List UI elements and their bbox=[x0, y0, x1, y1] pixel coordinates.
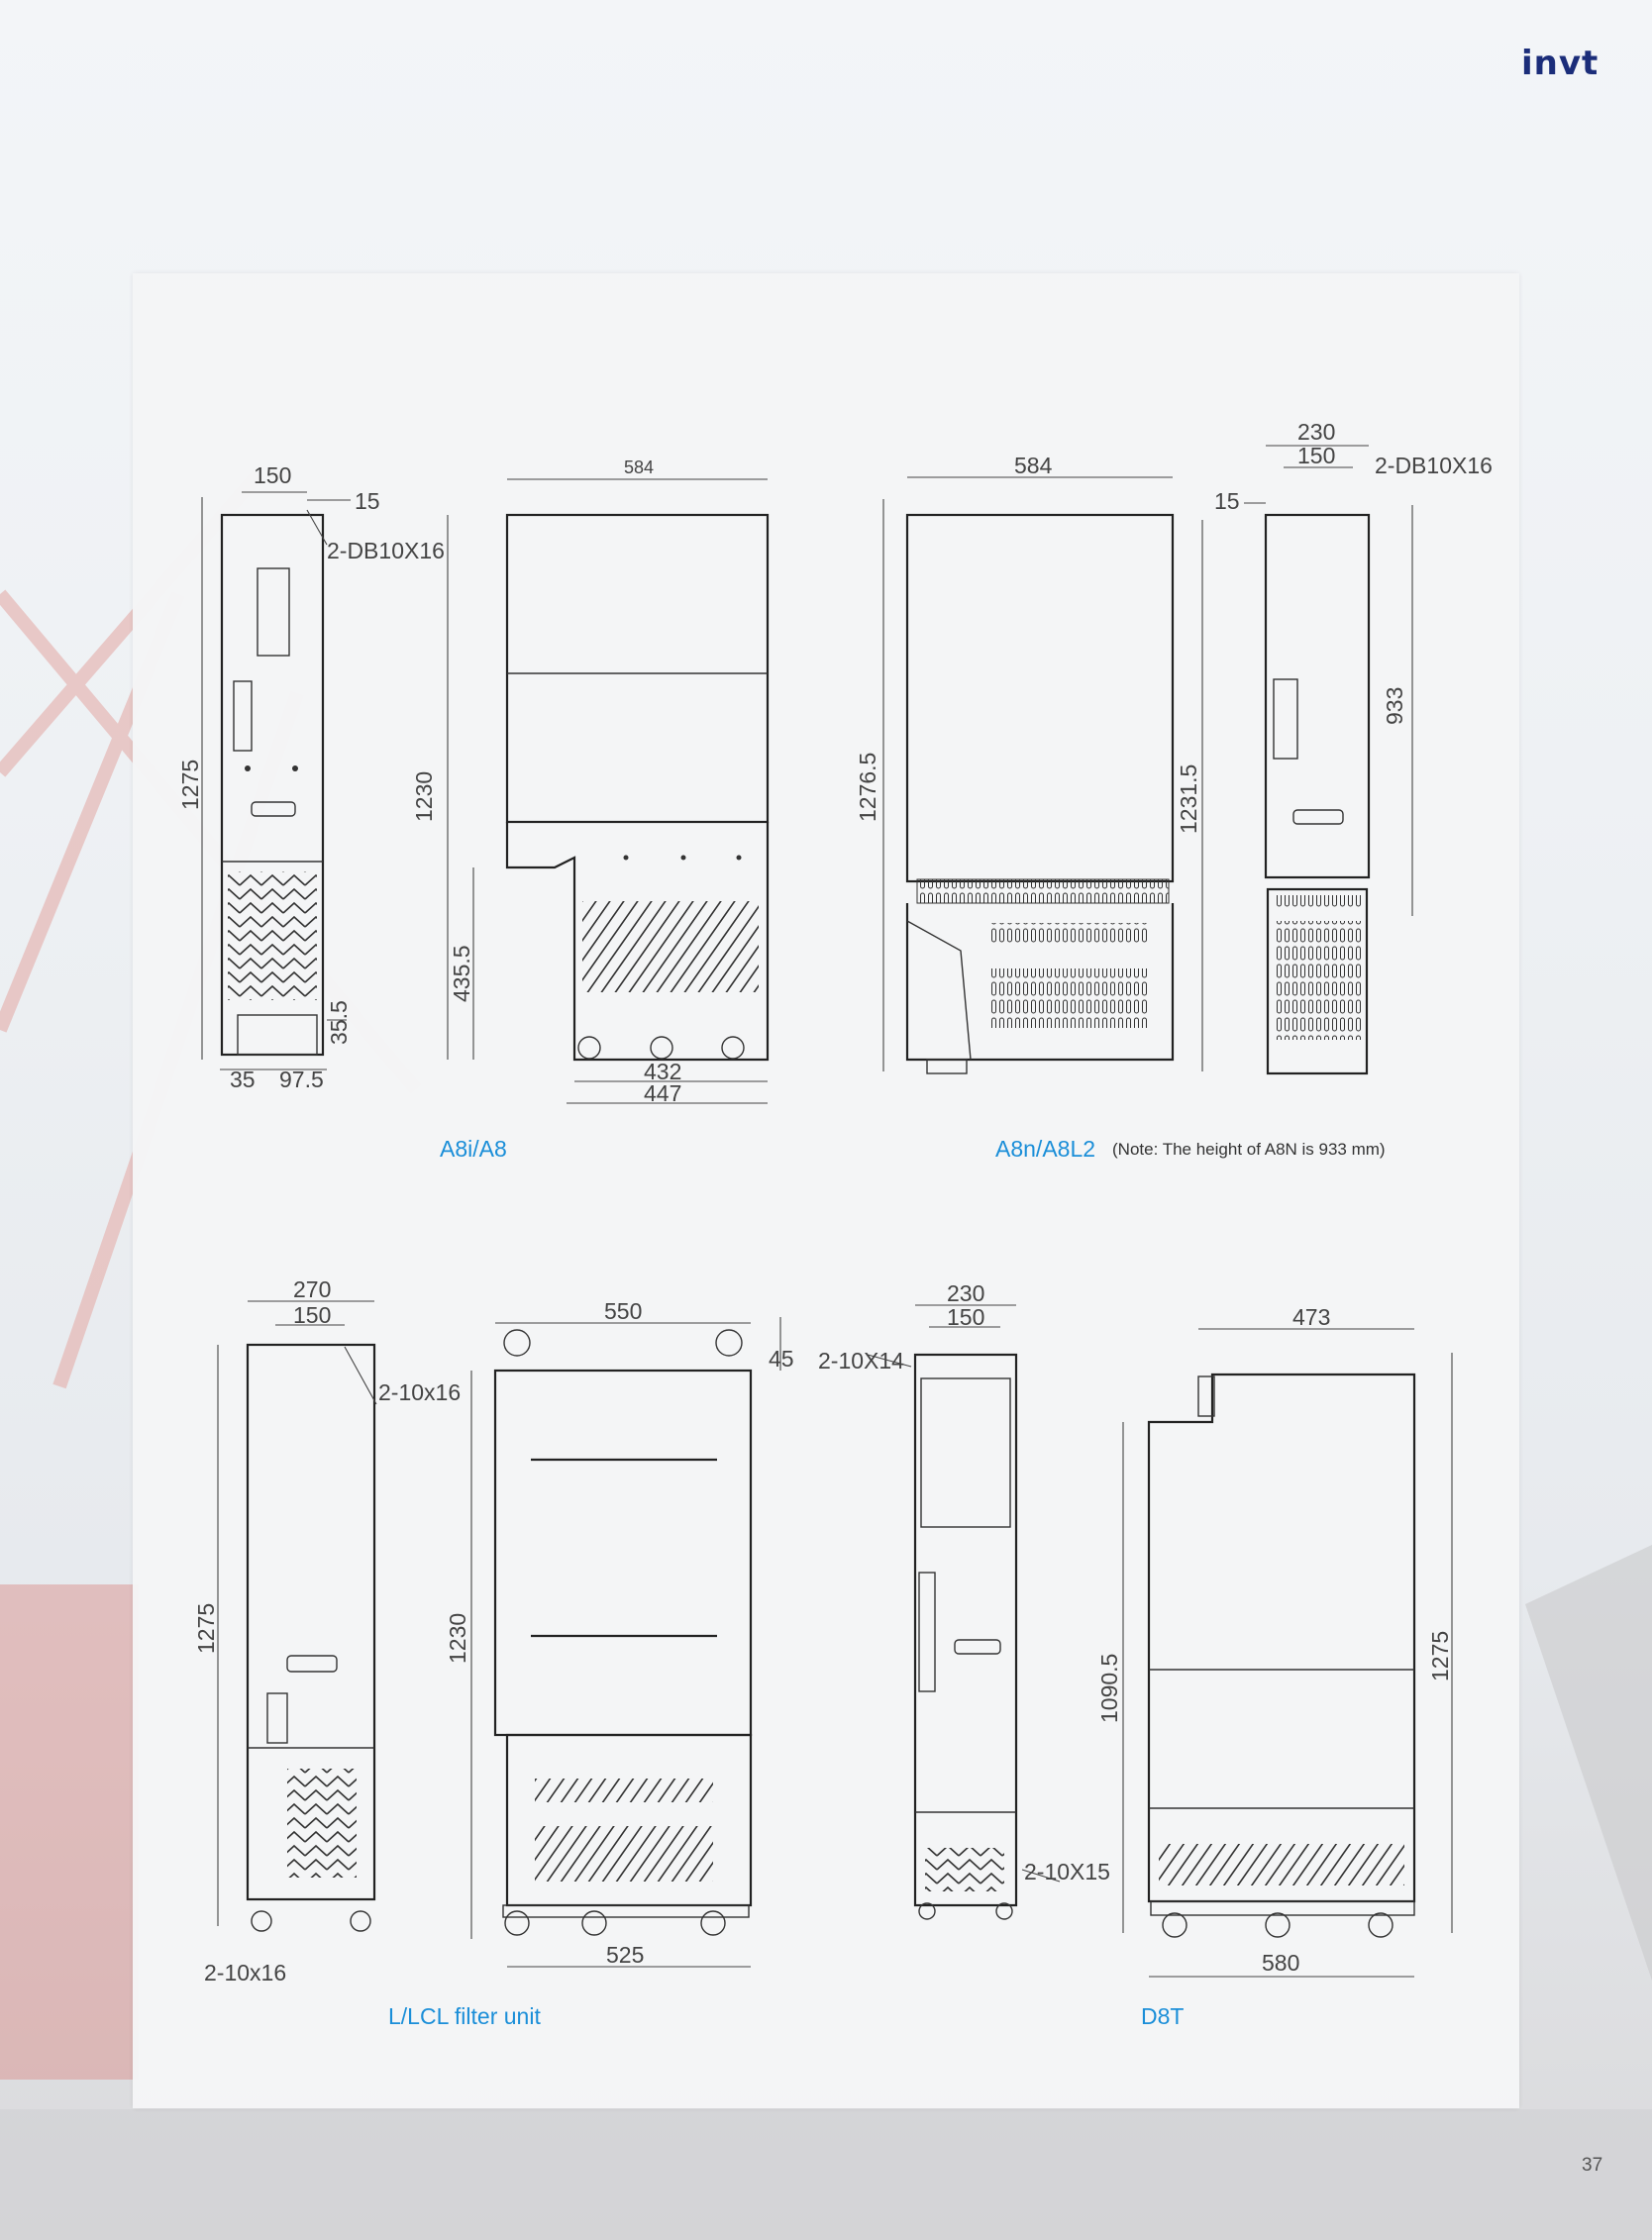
d8t-side-dimensions: 230 150 2-10X14 2-10X15 bbox=[818, 1280, 1110, 1884]
lcl-front-view bbox=[493, 1329, 753, 1936]
a8-side-view bbox=[220, 513, 325, 1057]
d8t-hole-top: 2-10X14 bbox=[818, 1348, 904, 1374]
d8t-side-width-outer: 230 bbox=[947, 1280, 984, 1306]
d8t-front-width-bottom: 580 bbox=[1262, 1950, 1299, 1976]
lcl-front-height: 1230 bbox=[445, 1613, 470, 1664]
d8t-front-height-right: 1275 bbox=[1427, 1631, 1453, 1681]
a8-foot-b: 97.5 bbox=[279, 1067, 324, 1092]
a8n-side-dimensions: 230 150 2-DB10X16 15 933 bbox=[1214, 419, 1493, 916]
lcl-base-width: 525 bbox=[606, 1942, 644, 1968]
a8n-side-width-outer: 230 bbox=[1297, 419, 1335, 445]
a8-side-height: 1275 bbox=[177, 760, 203, 810]
lcl-side-height: 1275 bbox=[193, 1603, 219, 1654]
a8-base-b: 447 bbox=[644, 1080, 681, 1106]
d8t-front-dimensions: 473 1090.5 1275 580 bbox=[1096, 1304, 1453, 1978]
d8t-caption: D8T bbox=[1141, 2003, 1184, 2029]
lcl-front-width: 550 bbox=[604, 1298, 642, 1324]
a8-front-height: 1230 bbox=[411, 771, 437, 822]
a8-side-width: 150 bbox=[254, 462, 291, 488]
a8n-caption: A8n/A8L2 bbox=[995, 1136, 1095, 1162]
a8-foot-a: 35 bbox=[230, 1067, 256, 1092]
a8-side-offset: 15 bbox=[355, 488, 380, 514]
invt-logo: invt bbox=[1521, 44, 1600, 83]
a8n-front-height-right: 1231.5 bbox=[1176, 764, 1201, 834]
a8n-hole-spec: 2-DB10X16 bbox=[1375, 453, 1493, 478]
page-number: 37 bbox=[1582, 2155, 1603, 2176]
a8n-front-width: 584 bbox=[1014, 453, 1053, 478]
a8n-side-height: 933 bbox=[1382, 687, 1407, 725]
lcl-side-dimensions: 270 150 2-10x16 1275 2-10x16 bbox=[193, 1276, 461, 1985]
d8t-front-width-top: 473 bbox=[1292, 1304, 1330, 1330]
a8n-note: (Note: The height of A8N is 933 mm) bbox=[1112, 1140, 1386, 1159]
a8n-side-width-inner: 150 bbox=[1297, 443, 1335, 468]
lcl-eye-height: 45 bbox=[769, 1346, 794, 1372]
a8n-side-offset: 15 bbox=[1214, 488, 1240, 514]
a8n-side-view bbox=[1264, 513, 1371, 1075]
d8t-side-width-inner: 150 bbox=[947, 1304, 984, 1330]
drawing-panel bbox=[133, 273, 1519, 2108]
a8n-front-view bbox=[905, 513, 1175, 1074]
a8-base-a: 432 bbox=[644, 1059, 681, 1084]
a8n-front-height-left: 1276.5 bbox=[855, 753, 880, 822]
lcl-hole-top: 2-10x16 bbox=[378, 1379, 461, 1405]
a8-bottom-offset: 35.5 bbox=[326, 1000, 352, 1045]
a8-hole-spec: 2-DB10X16 bbox=[327, 538, 445, 563]
a8-front-view bbox=[505, 513, 770, 1062]
d8t-front-height-left: 1090.5 bbox=[1096, 1654, 1122, 1723]
d8t-hole-bottom: 2-10X15 bbox=[1024, 1859, 1110, 1884]
lcl-side-width-inner: 150 bbox=[293, 1302, 331, 1328]
d8t-front-view bbox=[1147, 1373, 1416, 1938]
lcl-side-width-outer: 270 bbox=[293, 1276, 331, 1302]
lcl-caption: L/LCL filter unit bbox=[388, 2003, 541, 2029]
a8n-front-dimensions: 584 1276.5 1231.5 bbox=[855, 453, 1203, 1071]
lcl-front-dimensions: 550 45 1230 525 bbox=[445, 1298, 794, 1968]
a8-front-dimensions: 584 1230 435.5 432 447 bbox=[411, 458, 768, 1106]
lcl-hole-bottom: 2-10x16 bbox=[204, 1960, 286, 1985]
lcl-side-view bbox=[246, 1343, 376, 1932]
d8t-side-view bbox=[913, 1353, 1018, 1920]
a8-side-dimensions: 150 15 2-DB10X16 1275 35.5 35 97.5 bbox=[177, 462, 445, 1092]
a8-lower-height: 435.5 bbox=[449, 945, 474, 1002]
a8-caption: A8i/A8 bbox=[440, 1136, 507, 1162]
a8-front-width: 584 bbox=[624, 458, 654, 477]
